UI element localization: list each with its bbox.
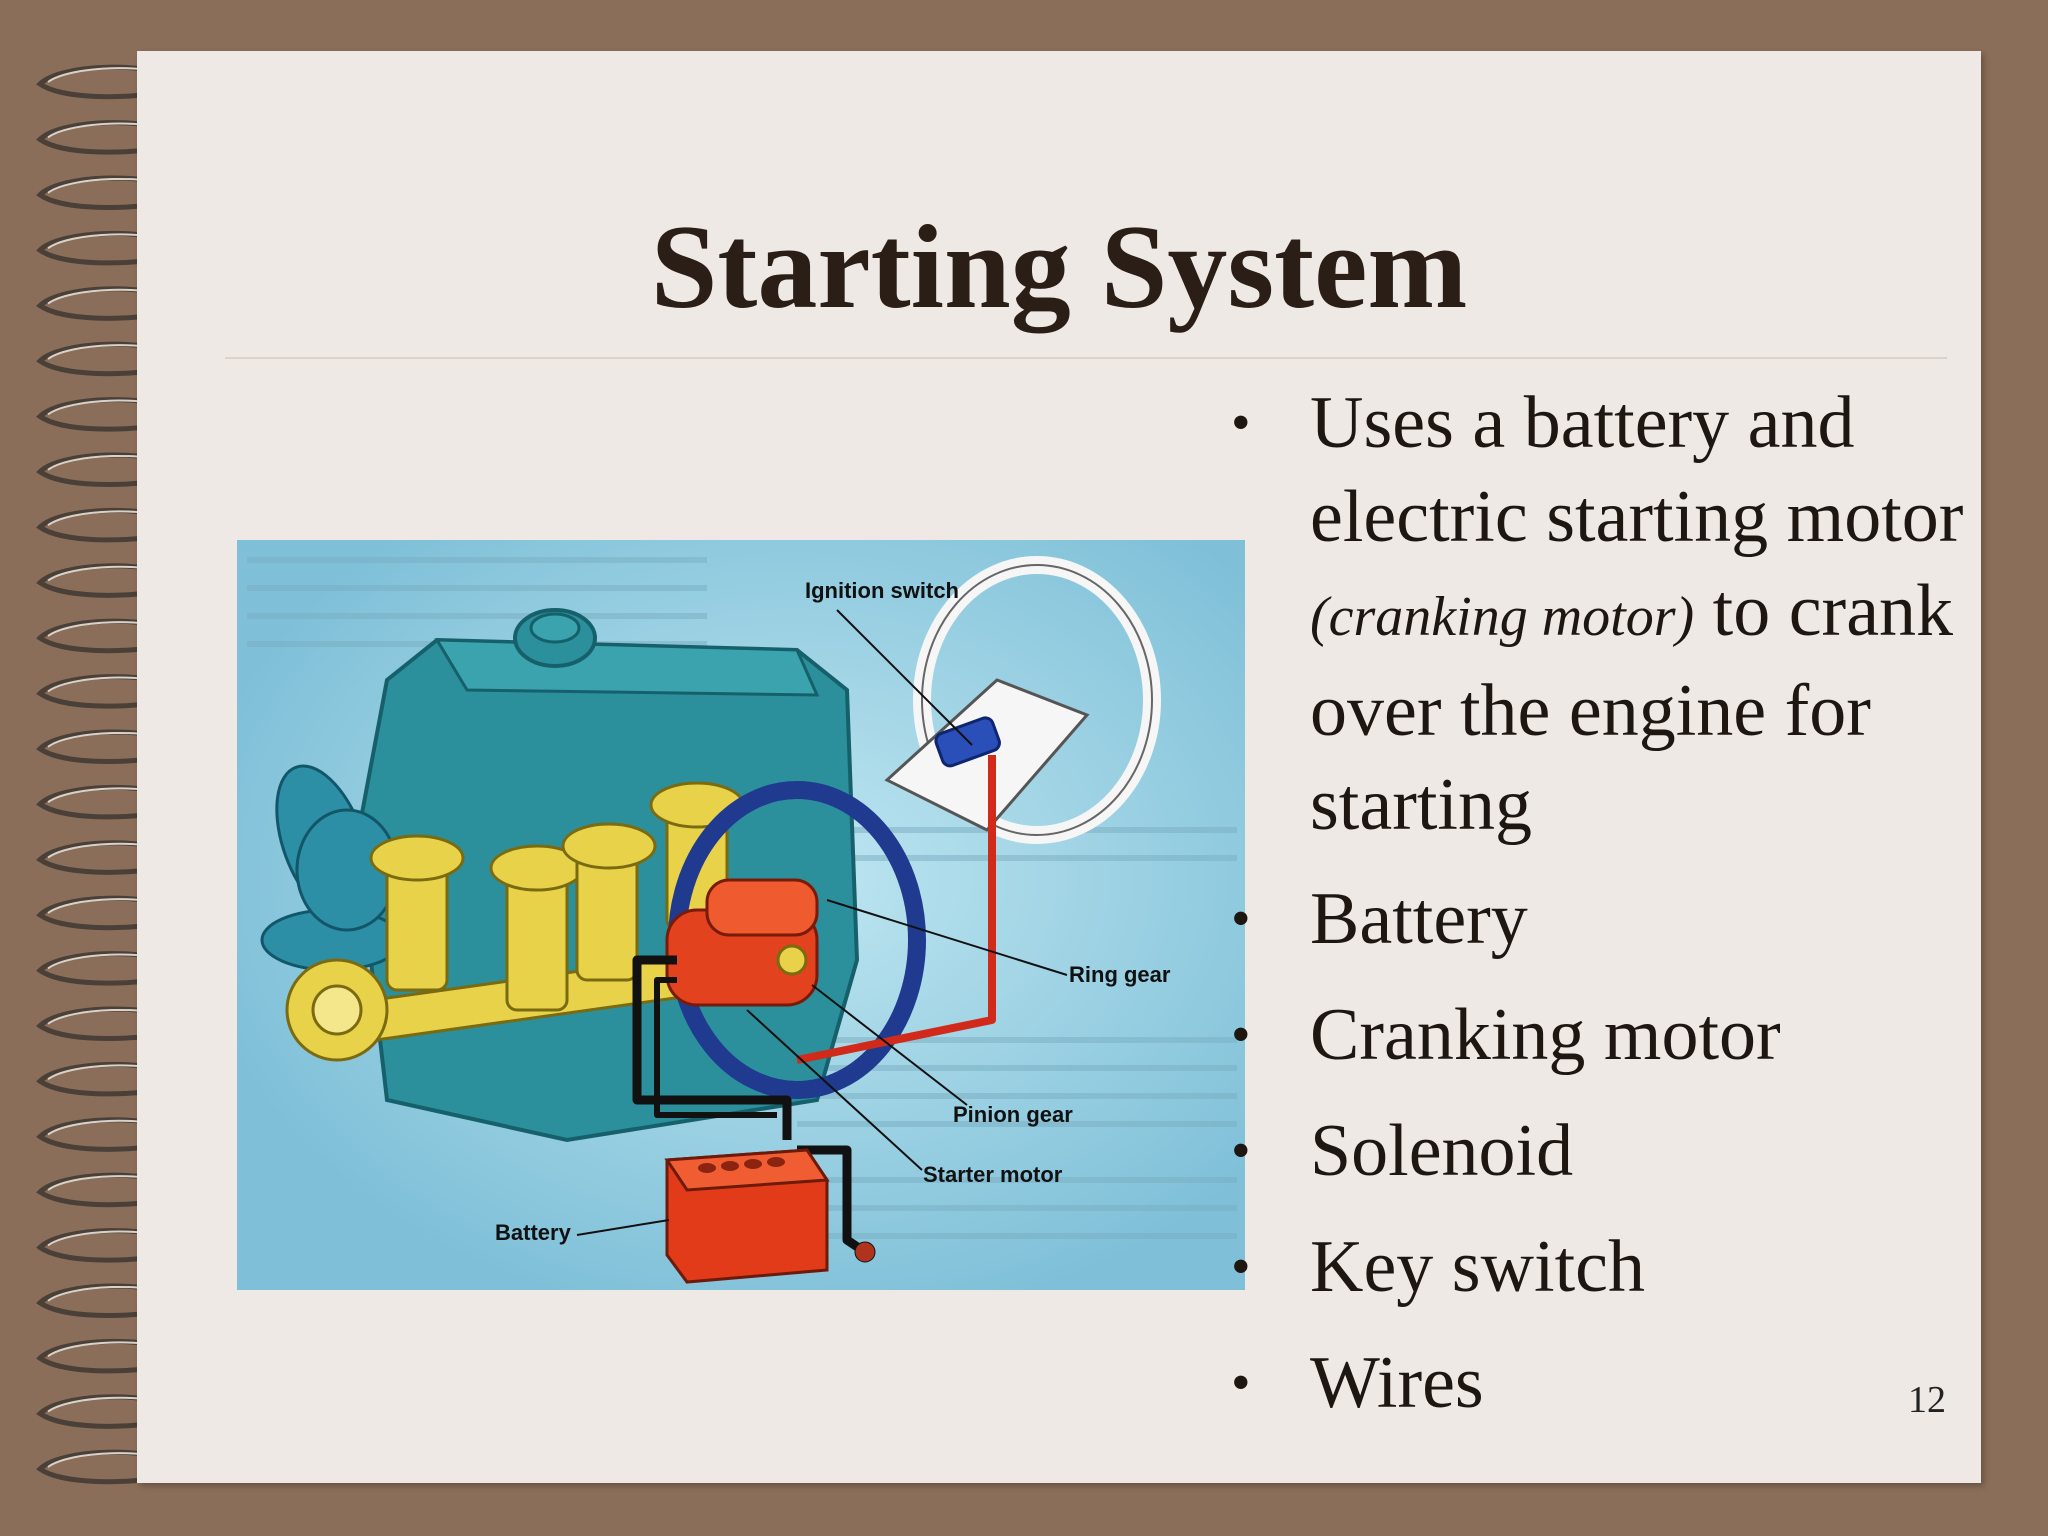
bullet-text: Solenoid — [1310, 1110, 1574, 1192]
bullet-text: Key switch — [1310, 1226, 1645, 1308]
bullet-text: Cranking motor — [1310, 994, 1781, 1076]
starting-system-diagram: Ignition switch Ring gear Pinion gear St… — [237, 540, 1245, 1290]
battery — [664, 1148, 830, 1284]
bullet-item: • Cranking motor — [1225, 988, 2045, 1082]
title-divider — [225, 357, 1947, 359]
page-number: 12 — [1908, 1379, 1946, 1421]
starter-motor — [665, 878, 819, 1007]
bullet-item: • Wires — [1225, 1336, 2045, 1430]
bullet-marker: • — [1231, 1004, 1251, 1066]
bullet-item: • Battery — [1225, 872, 2045, 966]
bullet-item: • Uses a battery and electric starting mo… — [1225, 376, 2045, 852]
label-pinion-gear: Pinion gear — [953, 1102, 1073, 1127]
slide-title: Starting System — [650, 200, 1468, 333]
bullet-list: • Uses a battery and electric starting mo… — [1225, 376, 2045, 1452]
bullet-text: to crank over the engine for starting — [1310, 570, 1954, 846]
bullet-text: Wires — [1310, 1342, 1484, 1424]
bullet-marker: • — [1231, 392, 1251, 454]
bullet-item: • Solenoid — [1225, 1104, 2045, 1198]
diagram-svg: Ignition switch Ring gear Pinion gear St… — [237, 540, 1245, 1290]
crankshaft-pistons — [285, 781, 745, 1062]
bullet-marker: • — [1231, 1352, 1251, 1414]
bullet-item: • Key switch — [1225, 1220, 2045, 1314]
label-starter-motor: Starter motor — [923, 1162, 1063, 1187]
cables — [632, 755, 996, 1263]
fan — [260, 764, 404, 972]
bullet-marker: • — [1231, 888, 1251, 950]
leader-lines — [576, 609, 1068, 1236]
bullet-text: Battery — [1310, 878, 1528, 960]
bullet-text-italic: (cranking motor) — [1310, 586, 1695, 648]
label-ring-gear: Ring gear — [1069, 962, 1171, 987]
label-ignition-switch: Ignition switch — [805, 578, 959, 603]
label-battery: Battery — [495, 1220, 572, 1245]
bullet-text: Uses a battery and electric starting mot… — [1310, 382, 1964, 558]
steering-column — [884, 556, 1161, 844]
bullet-marker: • — [1231, 1120, 1251, 1182]
bullet-marker: • — [1231, 1236, 1251, 1298]
